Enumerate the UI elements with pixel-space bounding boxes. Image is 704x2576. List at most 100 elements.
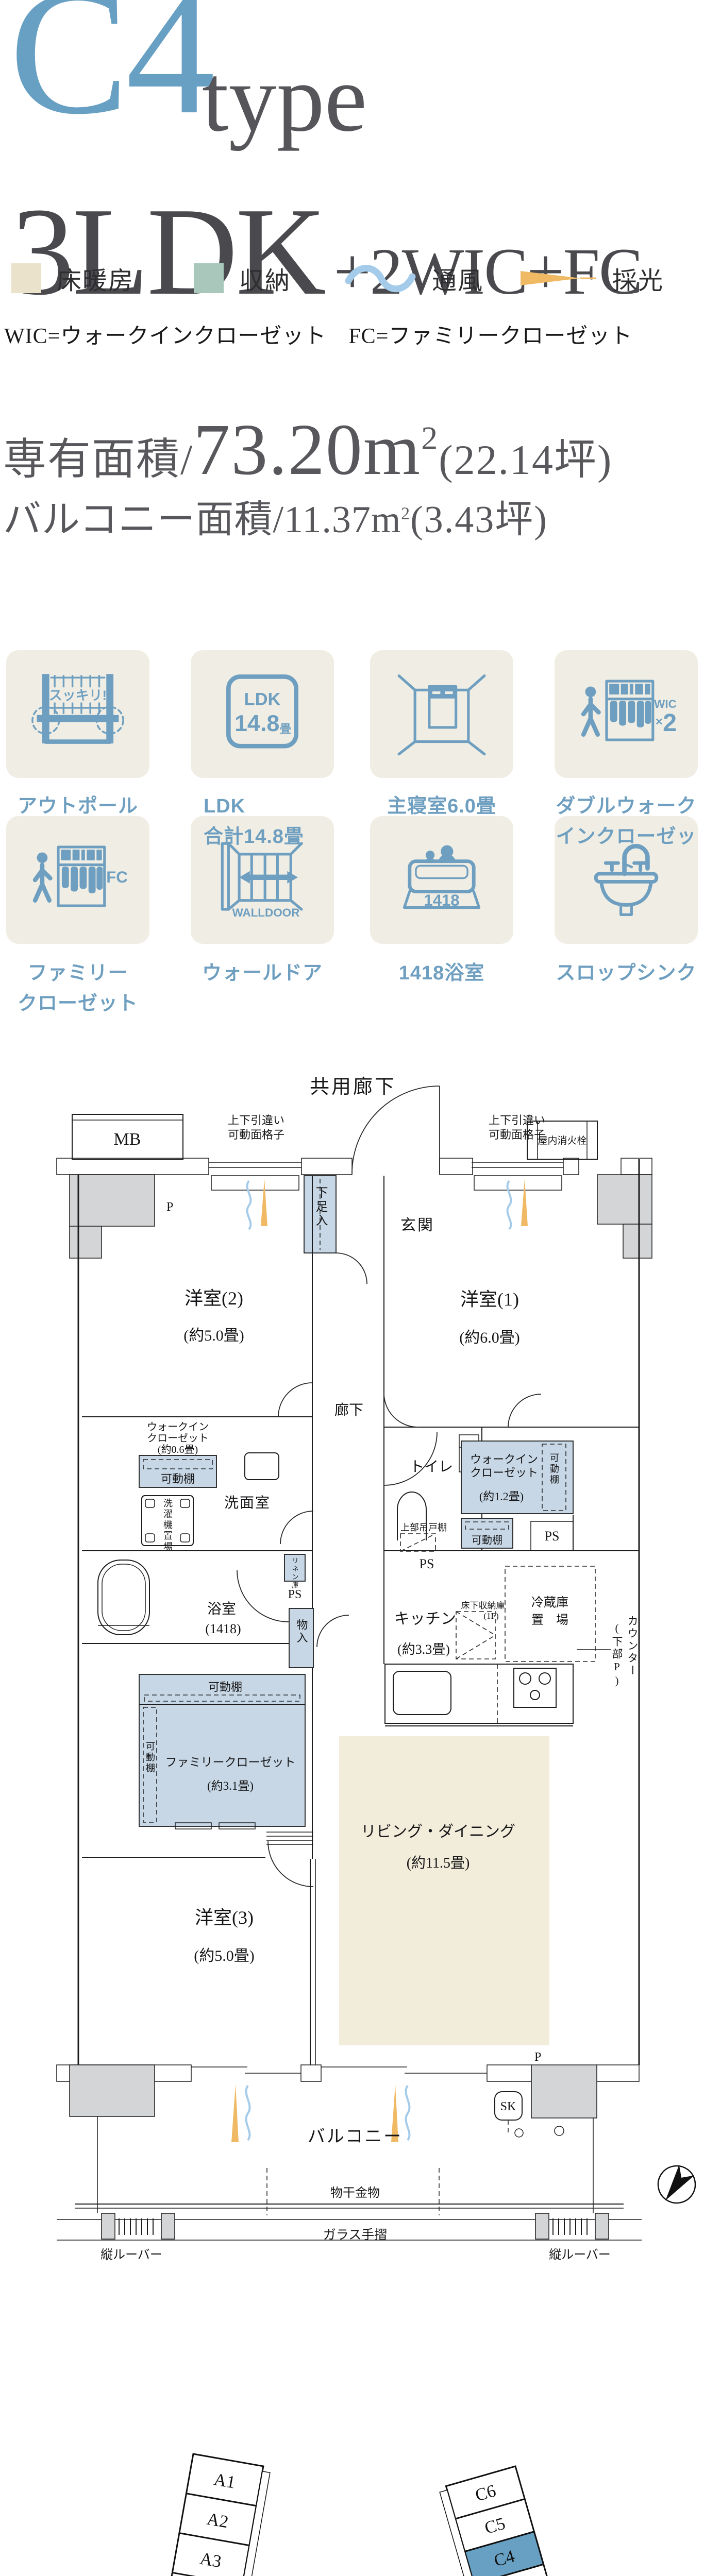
label-shelf: 可動棚: [549, 1453, 559, 1485]
counter-note: カウンター (下部P): [577, 1615, 639, 1688]
caption-line: スロップシンク: [556, 962, 697, 984]
label-wic-right: クローゼット: [470, 1466, 538, 1479]
wic-small-box: [139, 1455, 217, 1488]
balcony-area-label: バルコニー面積/: [3, 499, 284, 541]
site-wing-c: C6 C5 C4 C3 C2 C1: [439, 2465, 573, 2576]
storage-small-box: [289, 1608, 314, 1668]
label-room1-size: (約6.0畳): [459, 1329, 519, 1346]
label-sk: SK: [500, 2100, 516, 2113]
label-counter: (下部P): [611, 1622, 623, 1688]
feature-caption-fc: ファミリー クローゼット: [1, 958, 155, 1019]
label-family-closet: ファミリークローゼット: [165, 1756, 296, 1769]
bath-1418-icon: 1418: [403, 845, 481, 909]
label-glass-railing: ガラス手摺: [323, 2228, 388, 2242]
exclusive-area-value: 73.20: [193, 409, 363, 490]
legend-label: 採光: [612, 267, 664, 295]
label-storage-small: 物入: [295, 1619, 308, 1645]
top-windows: [209, 1162, 563, 1191]
label-room1: 洋室(1): [460, 1289, 519, 1310]
caption-line: 1418浴室: [398, 962, 485, 984]
feature-caption-walldoor: ウォールドア: [185, 958, 340, 989]
north-arrow-icon: [657, 2164, 696, 2204]
label-wic-small-size: (約0.6畳): [158, 1444, 198, 1455]
label-kitchen-size: (約3.3畳): [397, 1642, 450, 1657]
caption-line: ダブルウォーク: [556, 795, 697, 817]
label-ps: PS: [288, 1588, 302, 1601]
legend-daylight: 採光: [519, 260, 664, 296]
feature-tile-double-wic: WIC × 2: [555, 650, 698, 778]
washing-machine: 洗濯機置場: [141, 1495, 194, 1552]
label-bath-size: (1418): [205, 1621, 241, 1636]
label-ps: PS: [545, 1529, 560, 1544]
label-room2-size: (約5.0畳): [183, 1327, 244, 1344]
kitchen-counter: [384, 1664, 574, 1726]
caption-line: ファミリー: [27, 962, 128, 984]
door-arcs: [237, 1252, 542, 1887]
feature-tile-bath: 1418: [370, 816, 513, 944]
column: [531, 2064, 597, 2119]
daylight-arrow-icon: [521, 271, 596, 285]
exclusive-area: 専有面積/ 73.20 m2 (22.14坪): [3, 407, 612, 492]
walldoor-partition: [266, 1832, 316, 2065]
caption-line: 合計14.8畳: [204, 825, 304, 848]
label-room3-size: (約5.0畳): [194, 1947, 254, 1964]
caption-line: 主寝室6.0畳: [387, 795, 496, 817]
wic-icon-text: WIC: [654, 698, 677, 710]
exclusive-area-tsubo: (22.14坪): [439, 436, 613, 483]
label-ps: PS: [420, 1556, 434, 1571]
balcony-area-value: 11.37: [284, 499, 371, 541]
label-louver: 縦ルーバー: [100, 2248, 162, 2262]
feature-tile-slopsink: [555, 816, 698, 944]
label-washroom: 洗面室: [224, 1495, 271, 1511]
label-louver: 縦ルーバー: [549, 2248, 611, 2262]
exclusive-area-label: 専有面積/: [3, 436, 194, 484]
feature-caption-bedroom: 主寝室6.0畳: [364, 791, 519, 822]
slop-sink-icon: [594, 844, 659, 916]
legend-ventilation: 通風: [344, 260, 483, 296]
louver-right: [535, 2213, 609, 2240]
label-shoe-cabinet: 下足入: [313, 1186, 328, 1228]
feature-tile-bedroom: [370, 650, 513, 778]
label-shelf: 可動棚: [472, 1534, 502, 1546]
bathtub: [97, 1560, 150, 1635]
outpole-icon: スッキリ!: [31, 674, 124, 744]
label-fridge: 置 場: [531, 1613, 568, 1627]
family-closet: 可動棚 可動棚 ファミリークローゼット (約3.1畳): [139, 1674, 306, 1829]
unit-sup: 2: [401, 504, 411, 523]
walldoor-icon-text: WALLDOOR: [232, 906, 299, 919]
label-wic-small: ウォークイン: [147, 1421, 209, 1433]
unit-type-title: C4: [9, 0, 215, 151]
label-p: P: [534, 2050, 541, 2064]
linen-box: [284, 1554, 306, 1582]
vent-daylight-marks: [246, 1179, 528, 1230]
site-unit-a1: A1: [212, 2470, 237, 2493]
column: [597, 1174, 652, 1225]
feature-caption-double-wic: ダブルウォーク インクローゼット: [549, 791, 703, 883]
feature-caption-slopsink: スロップシンク: [549, 958, 703, 989]
label-shelf: 可動棚: [161, 1472, 195, 1485]
living-floor-heating: [339, 1736, 549, 2045]
feature-caption-bath: 1418浴室: [364, 958, 519, 989]
balcony-area: バルコニー面積/ 11.37 m2 (3.43坪): [3, 488, 548, 544]
caption-line: LDK: [204, 795, 246, 817]
bath-icon-text: 1418: [424, 891, 459, 909]
label-common-corridor: 共用廊下: [310, 1076, 396, 1098]
site-unit-a3: A3: [198, 2549, 223, 2572]
balcony-area-tsubo: (3.43坪): [410, 499, 548, 541]
wic-right-box: [461, 1440, 574, 1514]
plan-layout: 3LDK +2WIC+FC: [11, 189, 643, 314]
ldk-icon-value: 14.8: [234, 710, 279, 736]
wave-icon: [345, 265, 416, 293]
label-living: リビング・ダイニング: [361, 1823, 515, 1840]
underfloor-storage: [456, 1611, 496, 1659]
site-wing-a: A1 A2 A3 A4 A5 A6: [150, 2453, 271, 2576]
column: [69, 1174, 155, 1227]
family-closet-icon: FC: [32, 845, 128, 907]
label-underfloor: (1F): [483, 1611, 498, 1621]
label-kitchen: キッチン: [394, 1611, 456, 1628]
unit-type-word: type: [202, 45, 367, 151]
label-toilet: トイレ: [410, 1459, 453, 1475]
unit-sup: 2: [421, 419, 439, 456]
label-hall: 廊下: [334, 1402, 363, 1418]
label-shelf: 可動棚: [208, 1681, 242, 1693]
